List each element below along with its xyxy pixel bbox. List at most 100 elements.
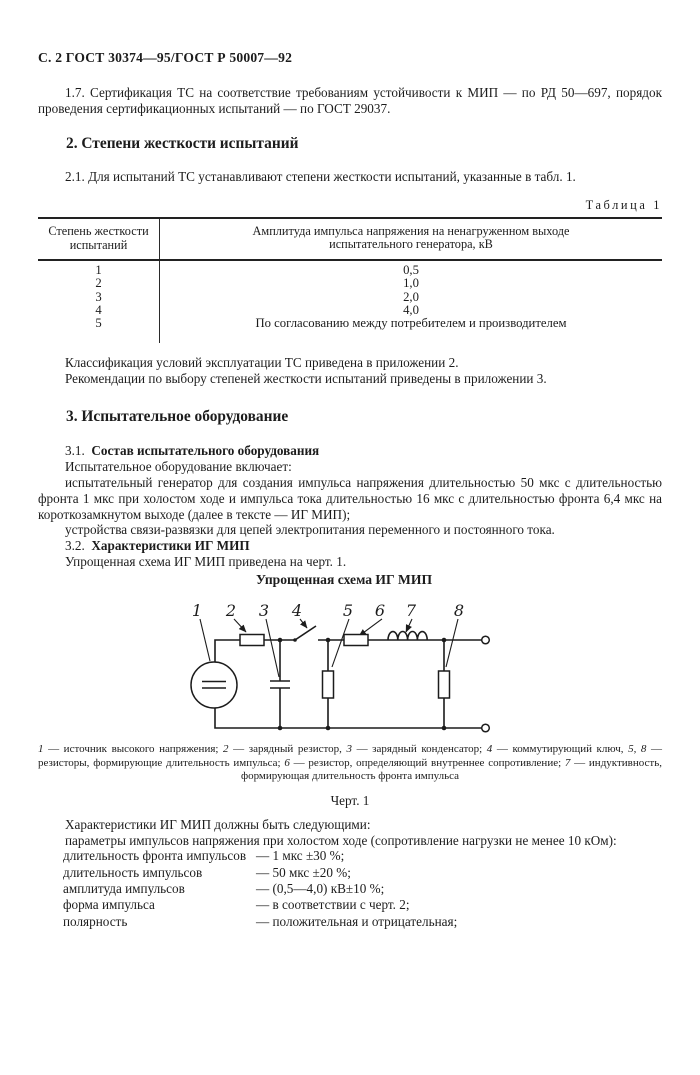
spec-name-pulse-duration: длительность импульсов: [63, 864, 203, 880]
node-dot: [325, 637, 331, 643]
characteristics-intro: Характеристики ИГ МИП должны быть следую…: [65, 816, 371, 832]
label-8: 8: [454, 601, 464, 620]
circuit-diagram: 1 2 3 4 5 6 7 8: [190, 601, 491, 733]
label-4: 4: [291, 601, 302, 620]
capacitor-3: [270, 679, 290, 689]
output-terminal-bottom: [480, 723, 491, 733]
table-1-amplitude-column: 0,5 1,0 2,0 4,0 По согласованию между по…: [160, 261, 662, 343]
spec-name-polarity: полярность: [63, 913, 128, 929]
caption-ref-2: 2: [223, 742, 229, 755]
label-5: 5: [343, 601, 353, 620]
table-cell-amplitude-4: 4,0: [403, 302, 419, 317]
caption-text: — коммутирующий ключ,: [492, 742, 629, 755]
characteristics-params: параметры импульсов напряжения при холос…: [65, 832, 617, 848]
node-dot: [441, 725, 447, 731]
spec-value-pulse-duration: — 50 мкс ±20 %;: [256, 864, 351, 880]
label-6: 6: [375, 601, 385, 620]
caption-ref-5-8: 5, 8: [628, 742, 647, 755]
voltage-source-plates: [202, 680, 226, 689]
subsection-3-2-title: Характеристики ИГ МИП: [91, 538, 250, 554]
table-1: Степень жесткости испытаний Амплитуда им…: [38, 217, 662, 343]
leader-7: [405, 618, 413, 633]
running-header: С. 2 ГОСТ 30374—95/ГОСТ Р 50007—92: [38, 50, 293, 65]
output-terminal-top: [480, 635, 491, 645]
resistor-5: [321, 669, 335, 699]
resistor-6: [343, 633, 369, 646]
label-2: 2: [225, 601, 236, 620]
table-1-header-degree: Степень жесткости испытаний: [38, 219, 160, 259]
spec-name-front-duration: длительность фронта импульсов: [63, 848, 247, 864]
spec-row: полярность — положительная и отрицательн…: [38, 914, 662, 930]
paragraph-recommendations: Рекомендации по выбору степеней жесткост…: [65, 370, 547, 386]
caption-text: — зарядный резистор,: [228, 742, 347, 755]
leader-3: [265, 618, 280, 677]
table-1-label: Таблица 1: [585, 198, 662, 213]
paragraph-coupling-devices: устройства связи-развязки для цепей элек…: [65, 522, 555, 538]
caption-text: — зарядный конденсатор;: [352, 742, 487, 755]
table-cell-degree-3: 3: [95, 289, 102, 304]
wire-top-left: [214, 638, 295, 662]
figure-caption: 1 — источник высокого напряжения; 2 — за…: [38, 743, 662, 784]
table-cell-degree-1: 1: [95, 262, 102, 277]
spec-value-front-duration: — 1 мкс ±30 %;: [256, 848, 345, 864]
caption-ref-7: 7: [564, 756, 571, 769]
table-cell-degree-4: 4: [95, 302, 102, 317]
section-2-heading: 2. Степени жесткости испытаний: [66, 135, 299, 153]
resistor-2: [239, 633, 265, 646]
table-cell-amplitude-3: 2,0: [403, 289, 419, 304]
table-1-header-amplitude-text: Амплитуда импульса напряжения на ненагру…: [252, 223, 570, 252]
spec-name-pulse-shape: форма импульса: [63, 897, 155, 913]
caption-ref-1: 1: [38, 742, 44, 755]
switch-blade: [294, 625, 317, 641]
spec-value-amplitude: — (0,5—4,0) кВ±10 %;: [256, 881, 385, 897]
caption-text: — источник высокого напряжения;: [43, 742, 224, 755]
paragraph-2-1: 2.1. Для испытаний ТС устанавливают степ…: [65, 169, 576, 185]
spec-name-amplitude: амплитуда импульсов: [63, 881, 185, 897]
resistor-8: [437, 669, 451, 699]
section-3-heading: 3. Испытательное оборудование: [66, 408, 289, 426]
label-1: 1: [192, 601, 202, 620]
paragraph-classification: Классификация условий эксплуатации ТС пр…: [65, 354, 459, 370]
caption-ref-3: 3: [346, 742, 353, 755]
caption-ref-4: 4: [486, 742, 493, 755]
paragraph-scheme-ref: Упрощенная схема ИГ МИП приведена на чер…: [65, 553, 347, 569]
spec-row: форма импульса — в соответствии с черт. …: [38, 897, 662, 913]
spec-value-pulse-shape: — в соответствии с черт. 2;: [256, 897, 410, 913]
table-cell-degree-5: 5: [95, 316, 102, 331]
subsection-3-1-heading: 3.1. Состав испытательного оборудования: [65, 443, 662, 459]
leader-8: [445, 618, 459, 667]
caption-ref-6: 6: [284, 756, 290, 769]
node-dot: [441, 637, 447, 643]
caption-text: — резисторы, формирующие длительность им…: [38, 742, 663, 769]
subsection-3-2-number: 3.2.: [65, 538, 85, 554]
node-dot: [277, 725, 283, 731]
subsection-3-1-title: Состав испытательного оборудования: [91, 443, 320, 459]
subsection-3-1-number: 3.1.: [65, 443, 85, 459]
label-3: 3: [259, 601, 269, 620]
table-1-header-row: Степень жесткости испытаний Амплитуда им…: [38, 219, 662, 261]
table-1-body: 1 2 3 4 5 0,5 1,0 2,0 4,0 По согласовани…: [38, 260, 662, 343]
inductor-7: [387, 630, 428, 640]
node-dot: [293, 637, 297, 642]
wire-bottom: [214, 707, 482, 729]
paragraph-generator: испытательный генератор для создания имп…: [38, 474, 662, 522]
spec-row: длительность импульсов — 50 мкс ±20 %;: [38, 865, 662, 881]
node-dot: [325, 725, 331, 731]
table-1-degree-column: 1 2 3 4 5: [38, 260, 160, 343]
table-cell-amplitude-2: 1,0: [403, 276, 419, 291]
table-1-header-amplitude: Амплитуда импульса напряжения на ненагру…: [160, 219, 662, 259]
table-cell-degree-2: 2: [95, 276, 102, 291]
table-cell-amplitude-5: По согласованию между потребителем и про…: [255, 316, 567, 331]
paragraph-1-7: 1.7. Сертификация ТС на соответствие тре…: [38, 84, 662, 116]
voltage-source: [190, 660, 238, 709]
leader-5: [331, 618, 350, 667]
leader-4: [299, 618, 308, 629]
paragraph-includes: Испытательное оборудование включает:: [65, 459, 292, 475]
spec-row: длительность фронта импульсов — 1 мкс ±3…: [38, 848, 662, 864]
figure-title: Упрощенная схема ИГ МИП: [255, 571, 433, 587]
spec-row: амплитуда импульсов — (0,5—4,0) кВ±10 %;: [38, 881, 662, 897]
label-7: 7: [406, 601, 417, 620]
leader-2: [233, 618, 247, 633]
figure-number: Черт. 1: [330, 793, 370, 809]
